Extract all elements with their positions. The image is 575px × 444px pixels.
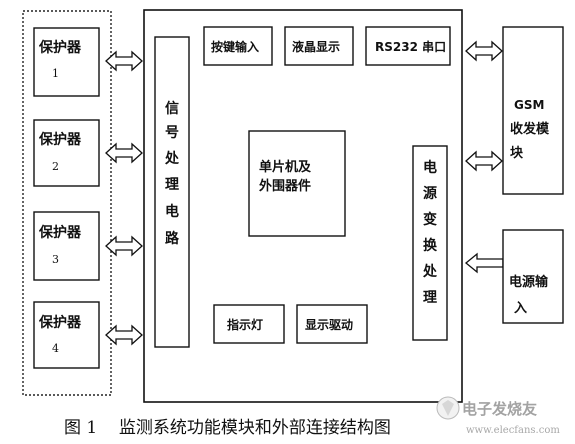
power-conversion-box: 电 源 变 换 处 理 bbox=[412, 145, 448, 341]
svg-text:外围器件: 外围器件 bbox=[258, 178, 311, 194]
svg-text:RS232 串口: RS232 串口 bbox=[375, 39, 446, 54]
svg-text:www.elecfans.com: www.elecfans.com bbox=[466, 425, 560, 436]
protector-4-label: 保护器 bbox=[38, 314, 82, 331]
protector-1-label: 保护器 bbox=[38, 39, 82, 56]
protector-4: 保护器 4 bbox=[33, 301, 100, 369]
protector-1: 保护器 1 bbox=[33, 27, 100, 97]
svg-text:电: 电 bbox=[423, 159, 437, 176]
svg-text:变: 变 bbox=[423, 211, 437, 228]
mcu-box: 单片机及 外围器件 bbox=[248, 130, 346, 237]
svg-text:号: 号 bbox=[165, 125, 179, 141]
svg-text:指示灯: 指示灯 bbox=[227, 317, 263, 332]
protector-2-label: 保护器 bbox=[38, 131, 82, 148]
svg-text:GSM: GSM bbox=[514, 98, 544, 112]
figure-caption: 图 1 监测系统功能模块和外部连接结构图 bbox=[64, 418, 391, 438]
power-input-box: 电源输 入 bbox=[502, 229, 564, 324]
svg-text:按键输入: 按键输入 bbox=[211, 39, 259, 54]
svg-text:块: 块 bbox=[510, 145, 524, 161]
protector-3: 保护器 3 bbox=[33, 211, 100, 281]
key-input-box: 按键输入 bbox=[203, 26, 273, 66]
protector-1-index: 1 bbox=[52, 67, 59, 80]
protector-2: 保护器 2 bbox=[33, 119, 100, 187]
protector-3-index: 3 bbox=[52, 253, 59, 266]
svg-text:电源输: 电源输 bbox=[509, 274, 549, 290]
svg-text:路: 路 bbox=[165, 230, 180, 247]
protector-2-index: 2 bbox=[52, 160, 59, 173]
svg-text:入: 入 bbox=[514, 301, 527, 316]
arrow-gsm-top bbox=[465, 41, 503, 61]
svg-text:显示驱动: 显示驱动 bbox=[305, 318, 353, 332]
svg-text:源: 源 bbox=[423, 185, 437, 202]
svg-text:收发模: 收发模 bbox=[510, 121, 550, 137]
svg-text:单片机及: 单片机及 bbox=[259, 159, 312, 175]
lcd-display-box: 液晶显示 bbox=[284, 26, 354, 66]
signal-processing-circuit: 信 号 处 理 电 路 bbox=[154, 36, 190, 348]
svg-text:处: 处 bbox=[422, 263, 438, 280]
arrow-power-input bbox=[464, 252, 504, 274]
svg-text:理: 理 bbox=[423, 290, 437, 306]
arrow-gsm-bottom bbox=[465, 151, 503, 171]
svg-text:信: 信 bbox=[165, 100, 179, 117]
indicator-light-box: 指示灯 bbox=[213, 304, 285, 344]
svg-text:处: 处 bbox=[164, 150, 180, 167]
protector-4-index: 4 bbox=[52, 342, 59, 355]
rs232-box: RS232 串口 bbox=[365, 26, 451, 66]
main-controller-box bbox=[143, 9, 463, 403]
svg-text:电: 电 bbox=[165, 203, 179, 220]
display-driver-box: 显示驱动 bbox=[296, 304, 368, 344]
gsm-module-box: GSM 收发模 块 bbox=[502, 26, 564, 195]
protector-3-label: 保护器 bbox=[38, 224, 82, 241]
svg-text:液晶显示: 液晶显示 bbox=[292, 39, 340, 54]
protector-group-border bbox=[22, 10, 112, 396]
svg-text:换: 换 bbox=[423, 237, 438, 254]
watermark-logo: 电子发烧友 www.elecfans.com bbox=[436, 396, 560, 436]
svg-text:理: 理 bbox=[165, 177, 179, 193]
svg-text:电子发烧友: 电子发烧友 bbox=[462, 400, 537, 418]
